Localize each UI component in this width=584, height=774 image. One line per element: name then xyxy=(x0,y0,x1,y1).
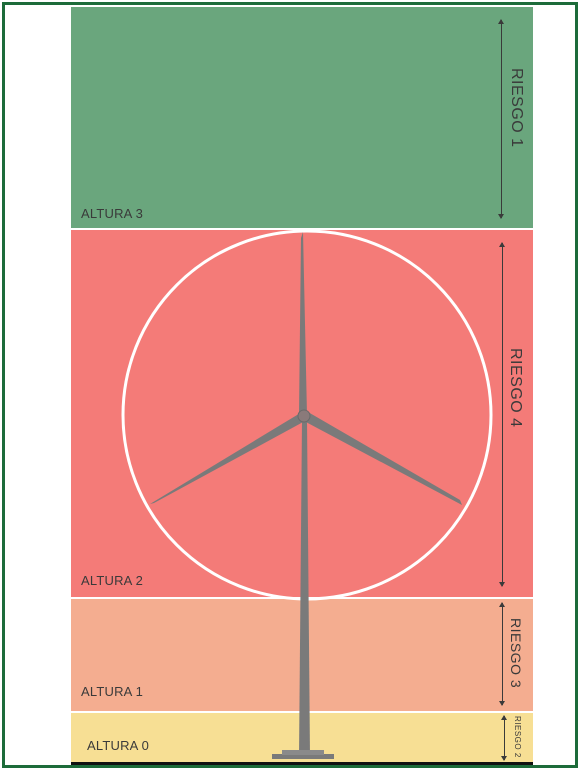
turbine-blade-right xyxy=(304,412,462,505)
turbine-tower xyxy=(299,420,310,757)
turbine-blade-left xyxy=(150,412,305,504)
turbine-base-plate xyxy=(282,750,324,755)
turbine-blade-up xyxy=(299,232,307,415)
turbine-hub xyxy=(298,410,310,422)
